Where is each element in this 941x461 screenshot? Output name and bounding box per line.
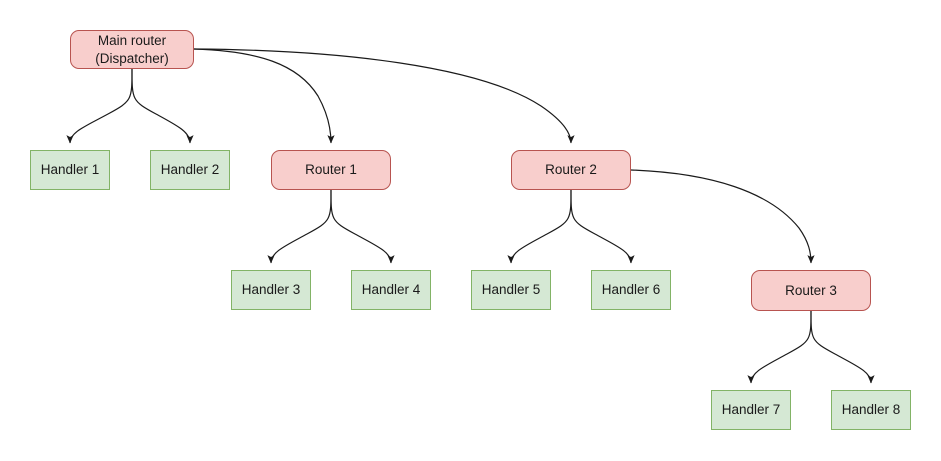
- node-handler-4[interactable]: Handler 4: [351, 270, 431, 310]
- node-router-1[interactable]: Router 1: [271, 150, 391, 190]
- edge-main-router-to-handler-1: [66, 68, 133, 144]
- node-label-router-3: Router 3: [785, 282, 837, 298]
- node-label-handler-1: Handler 1: [40, 162, 100, 178]
- node-label-main-router: Main router (Dispatcher): [95, 33, 169, 66]
- node-label-handler-5: Handler 5: [481, 282, 541, 298]
- node-handler-1[interactable]: Handler 1: [30, 150, 110, 190]
- edge-router-2-to-router-3: [630, 169, 815, 264]
- node-handler-2[interactable]: Handler 2: [150, 150, 230, 190]
- node-label-handler-8: Handler 8: [841, 402, 901, 418]
- node-handler-8[interactable]: Handler 8: [831, 390, 911, 430]
- node-router-3[interactable]: Router 3: [751, 270, 871, 311]
- node-label-router-1: Router 1: [305, 162, 357, 178]
- edge-router-1-to-handler-4: [330, 189, 395, 264]
- node-handler-3[interactable]: Handler 3: [231, 270, 311, 310]
- edge-main-router-to-handler-2: [131, 68, 194, 144]
- node-handler-6[interactable]: Handler 6: [591, 270, 671, 310]
- edge-router-1-to-handler-3: [267, 189, 332, 264]
- node-router-2[interactable]: Router 2: [511, 150, 631, 190]
- node-label-handler-6: Handler 6: [601, 282, 661, 298]
- node-handler-7[interactable]: Handler 7: [711, 390, 791, 430]
- node-label-handler-3: Handler 3: [241, 282, 301, 298]
- node-label-handler-4: Handler 4: [361, 282, 421, 298]
- edge-router-2-to-handler-6: [570, 189, 635, 264]
- edge-main-router-to-router-1: [193, 48, 335, 144]
- edge-main-router-to-router-2: [193, 48, 575, 144]
- edge-router-2-to-handler-5: [507, 189, 572, 264]
- node-main-router[interactable]: Main router (Dispatcher): [70, 30, 194, 69]
- edge-router-3-to-handler-7: [747, 310, 812, 384]
- edge-router-3-to-handler-8: [810, 310, 875, 384]
- node-handler-5[interactable]: Handler 5: [471, 270, 551, 310]
- node-label-handler-7: Handler 7: [721, 402, 781, 418]
- node-label-router-2: Router 2: [545, 162, 597, 178]
- node-label-handler-2: Handler 2: [160, 162, 220, 178]
